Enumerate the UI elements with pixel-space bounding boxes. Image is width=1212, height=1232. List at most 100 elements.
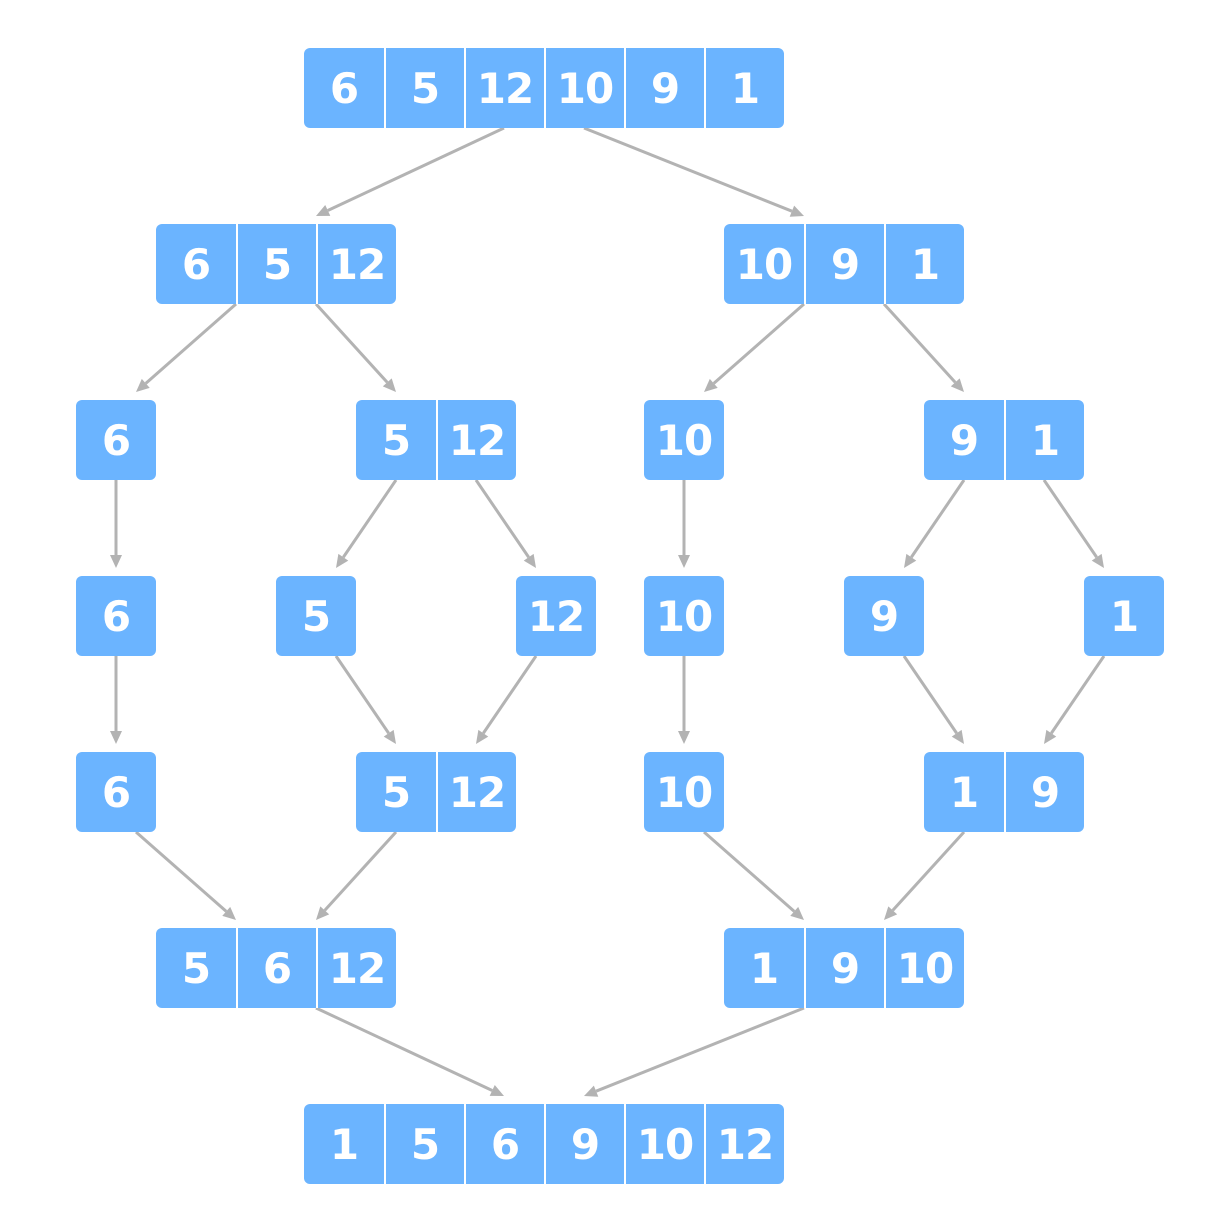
arrow-line — [314, 302, 389, 384]
arrow-line — [474, 479, 530, 559]
array-cell: 9 — [924, 400, 1004, 480]
array-cell: 12 — [704, 1104, 784, 1184]
arrow-line — [482, 655, 538, 735]
arrow-line — [1050, 655, 1106, 735]
arrow-head — [790, 906, 804, 920]
array-cell: 1 — [1084, 576, 1164, 656]
array-cell: 6 — [304, 48, 384, 128]
array-cell: 1 — [884, 224, 964, 304]
array-cell: 5 — [356, 400, 436, 480]
array-node-l6a: 6 — [76, 400, 156, 480]
arrow-head — [110, 555, 122, 568]
arrow-head — [904, 553, 917, 568]
arrow-head — [136, 378, 150, 392]
array-cell: 6 — [236, 928, 316, 1008]
array-node-l6c: 6 — [76, 752, 156, 832]
arrow-head — [336, 553, 349, 568]
arrow-head — [789, 205, 804, 217]
array-cell: 9 — [804, 224, 884, 304]
array-cell: 10 — [884, 928, 964, 1008]
array-cell: 6 — [76, 576, 156, 656]
array-cell: 9 — [624, 48, 704, 128]
arrow-head — [489, 1085, 504, 1096]
arrow-line — [595, 1006, 805, 1093]
arrow-head — [704, 378, 718, 392]
array-node-r10c: 10 — [644, 752, 724, 832]
arrow-head — [884, 906, 898, 920]
array-cell: 9 — [844, 576, 924, 656]
arrow-head — [678, 555, 690, 568]
arrow-head — [678, 731, 690, 744]
arrow-line — [144, 302, 237, 385]
arrow-line — [315, 1006, 493, 1092]
array-cell: 12 — [436, 400, 516, 480]
array-node-l12: 12 — [516, 576, 596, 656]
arrow-line — [891, 830, 966, 912]
array-cell: 10 — [624, 1104, 704, 1184]
arrow-line — [882, 302, 957, 384]
array-cell: 6 — [76, 400, 156, 480]
array-node-l6b: 6 — [76, 576, 156, 656]
arrow-head — [476, 729, 489, 744]
array-cell: 10 — [644, 400, 724, 480]
array-cell: 5 — [276, 576, 356, 656]
array-cell: 10 — [644, 576, 724, 656]
arrow-head — [383, 729, 396, 744]
array-cell: 1 — [304, 1104, 384, 1184]
array-cell: 12 — [516, 576, 596, 656]
arrow-head — [316, 205, 331, 216]
arrow-line — [712, 302, 805, 385]
array-cell: 1 — [724, 928, 804, 1008]
array-cell: 10 — [644, 752, 724, 832]
arrow-head — [382, 378, 396, 392]
array-cell: 10 — [724, 224, 804, 304]
array-cell: 9 — [1004, 752, 1084, 832]
arrow-line — [135, 830, 228, 913]
array-cell: 12 — [464, 48, 544, 128]
arrow-head — [950, 378, 964, 392]
arrow-line — [910, 479, 966, 559]
arrow-line — [902, 655, 958, 735]
arrow-head — [222, 906, 236, 920]
array-cell: 6 — [76, 752, 156, 832]
array-cell: 6 — [464, 1104, 544, 1184]
arrow-line — [583, 126, 793, 213]
array-cell: 9 — [544, 1104, 624, 1184]
array-cell: 12 — [316, 928, 396, 1008]
array-cell: 1 — [924, 752, 1004, 832]
array-cell: 5 — [236, 224, 316, 304]
arrow-head — [316, 906, 330, 920]
arrow-head — [1044, 729, 1057, 744]
arrow-head — [110, 731, 122, 744]
arrow-line — [342, 479, 398, 559]
arrow-line — [334, 655, 390, 735]
array-cell: 5 — [356, 752, 436, 832]
arrow-head — [523, 553, 536, 568]
array-cell: 10 — [544, 48, 624, 128]
array-cell: 12 — [316, 224, 396, 304]
array-node-r10b: 10 — [644, 576, 724, 656]
array-cell: 1 — [1004, 400, 1084, 480]
array-cell: 12 — [436, 752, 516, 832]
array-cell: 9 — [804, 928, 884, 1008]
array-cell: 5 — [384, 1104, 464, 1184]
array-cell: 5 — [156, 928, 236, 1008]
arrow-head — [1091, 553, 1104, 568]
array-cell: 5 — [384, 48, 464, 128]
array-cell: 1 — [704, 48, 784, 128]
arrow-line — [323, 830, 398, 912]
arrow-line — [327, 126, 505, 212]
arrow-line — [703, 830, 796, 913]
